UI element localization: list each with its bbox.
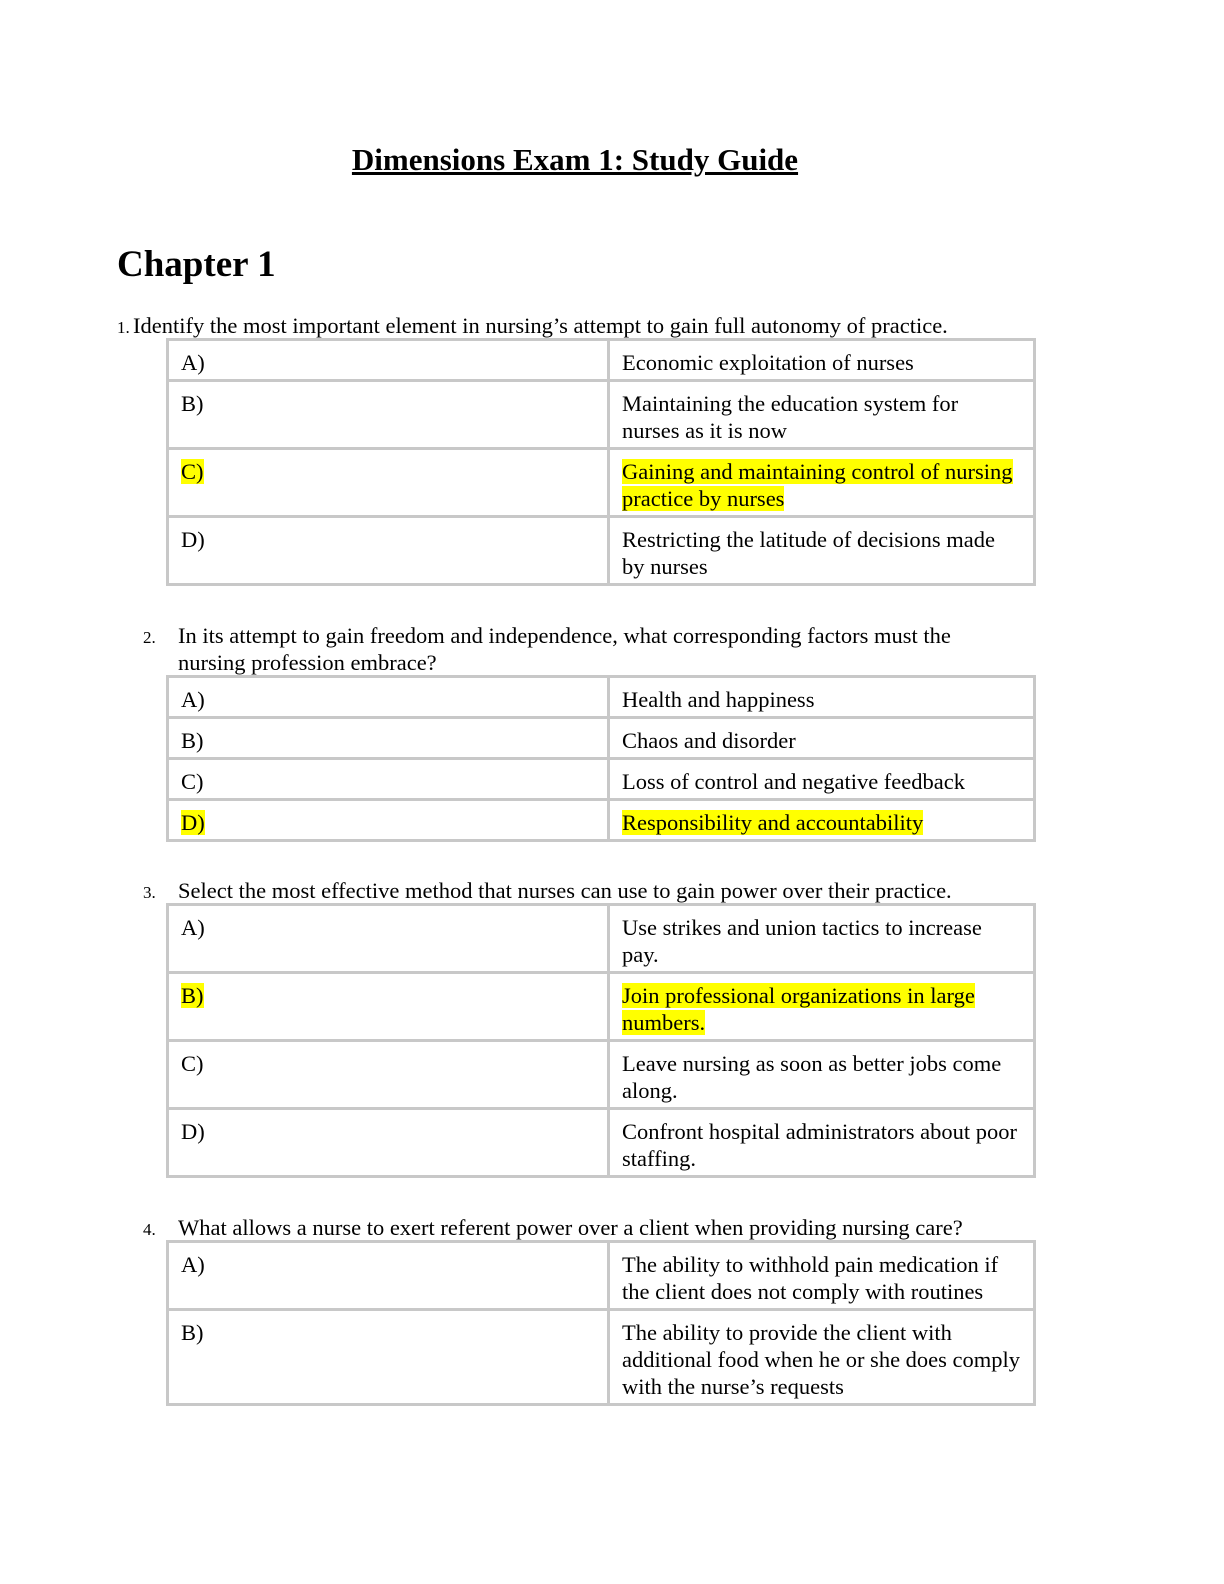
option-letter-cell: A) (166, 338, 610, 382)
option-letter-cell: D) (166, 798, 610, 842)
option-letter-cell: B) (166, 379, 610, 450)
option-letter: D) (181, 527, 205, 552)
option-letter-cell: C) (166, 757, 610, 801)
option-row: A) Health and happiness (166, 675, 1036, 719)
option-letter: C) (181, 1051, 204, 1076)
option-text-cell: Confront hospital administrators about p… (607, 1107, 1036, 1178)
option-letter: D) (181, 810, 205, 835)
option-row: A) Economic exploitation of nurses (166, 338, 1036, 382)
option-letter-cell: C) (166, 447, 610, 518)
option-text-cell: Chaos and disorder (607, 716, 1036, 760)
option-letter-cell: B) (166, 1308, 610, 1406)
option-text: Responsibility and accountability (622, 810, 924, 835)
option-letter-cell: A) (166, 675, 610, 719)
options-table-3: A) Use strikes and union tactics to incr… (166, 903, 1036, 1178)
option-letter-cell: A) (166, 903, 610, 974)
option-row: D) Restricting the latitude of decisions… (166, 515, 1036, 586)
option-row: B) Chaos and disorder (166, 716, 1036, 760)
option-text-cell: The ability to withhold pain medication … (607, 1240, 1036, 1311)
question-number: 2. (143, 628, 156, 647)
option-letter-cell: C) (166, 1039, 610, 1110)
option-letter: D) (181, 1119, 205, 1144)
option-text: Join professional organizations in large… (622, 983, 975, 1035)
options-table-2: A) Health and happiness B) Chaos and dis… (166, 675, 1036, 842)
option-text: The ability to withhold pain medication … (622, 1252, 999, 1304)
options-table-4: A) The ability to withhold pain medicati… (166, 1240, 1036, 1406)
option-text: Chaos and disorder (622, 728, 796, 753)
option-text-cell: Leave nursing as soon as better jobs com… (607, 1039, 1036, 1110)
question-number: 1. (117, 318, 130, 337)
option-letter-cell: D) (166, 515, 610, 586)
question-text: Select the most effective method that nu… (178, 878, 952, 903)
question-text: What allows a nurse to exert referent po… (178, 1215, 963, 1240)
chapter-heading: Chapter 1 (117, 244, 276, 285)
option-letter: A) (181, 350, 205, 375)
option-letter-cell: B) (166, 716, 610, 760)
option-text: Health and happiness (622, 687, 815, 712)
option-text: Economic exploitation of nurses (622, 350, 914, 375)
option-row-correct: B) Join professional organizations in la… (166, 971, 1036, 1042)
option-letter-cell: D) (166, 1107, 610, 1178)
option-text-cell: Restricting the latitude of decisions ma… (607, 515, 1036, 586)
option-row: B) Maintaining the education system for … (166, 379, 1036, 450)
question-number: 3. (143, 883, 156, 902)
option-text-cell: Economic exploitation of nurses (607, 338, 1036, 382)
option-text-cell: Loss of control and negative feedback (607, 757, 1036, 801)
option-text: Loss of control and negative feedback (622, 769, 965, 794)
option-text-cell: Use strikes and union tactics to increas… (607, 903, 1036, 974)
question-number: 4. (143, 1220, 156, 1239)
option-row: B) The ability to provide the client wit… (166, 1308, 1036, 1406)
option-row: A) The ability to withhold pain medicati… (166, 1240, 1036, 1311)
option-text: Confront hospital administrators about p… (622, 1119, 1017, 1171)
option-letter: C) (181, 769, 204, 794)
option-text: Restricting the latitude of decisions ma… (622, 527, 996, 579)
option-row: D) Confront hospital administrators abou… (166, 1107, 1036, 1178)
option-letter: A) (181, 915, 205, 940)
options-table-1: A) Economic exploitation of nurses B) Ma… (166, 338, 1036, 586)
option-row: C) Leave nursing as soon as better jobs … (166, 1039, 1036, 1110)
option-letter: A) (181, 1252, 205, 1277)
option-letter: C) (181, 459, 204, 484)
question-text: Identify the most important element in n… (133, 313, 948, 338)
option-text-cell: Responsibility and accountability (607, 798, 1036, 842)
option-text-cell: Gaining and maintaining control of nursi… (607, 447, 1036, 518)
option-text: Use strikes and union tactics to increas… (622, 915, 982, 967)
option-letter-cell: A) (166, 1240, 610, 1311)
option-letter: B) (181, 1320, 204, 1345)
option-letter-cell: B) (166, 971, 610, 1042)
document-title: Dimensions Exam 1: Study Guide (351, 142, 799, 177)
option-text-cell: Health and happiness (607, 675, 1036, 719)
option-letter: B) (181, 391, 204, 416)
option-row-correct: D) Responsibility and accountability (166, 798, 1036, 842)
option-row-correct: C) Gaining and maintaining control of nu… (166, 447, 1036, 518)
option-letter: A) (181, 687, 205, 712)
option-text: Maintaining the education system for nur… (622, 391, 959, 443)
option-text: Gaining and maintaining control of nursi… (622, 459, 1013, 511)
option-letter: B) (181, 728, 204, 753)
question-text: In its attempt to gain freedom and indep… (178, 623, 951, 675)
option-text-cell: Join professional organizations in large… (607, 971, 1036, 1042)
option-row: A) Use strikes and union tactics to incr… (166, 903, 1036, 974)
option-letter: B) (181, 983, 204, 1008)
option-text-cell: The ability to provide the client with a… (607, 1308, 1036, 1406)
option-text-cell: Maintaining the education system for nur… (607, 379, 1036, 450)
option-text: The ability to provide the client with a… (622, 1320, 1021, 1399)
option-text: Leave nursing as soon as better jobs com… (622, 1051, 1002, 1103)
option-row: C) Loss of control and negative feedback (166, 757, 1036, 801)
